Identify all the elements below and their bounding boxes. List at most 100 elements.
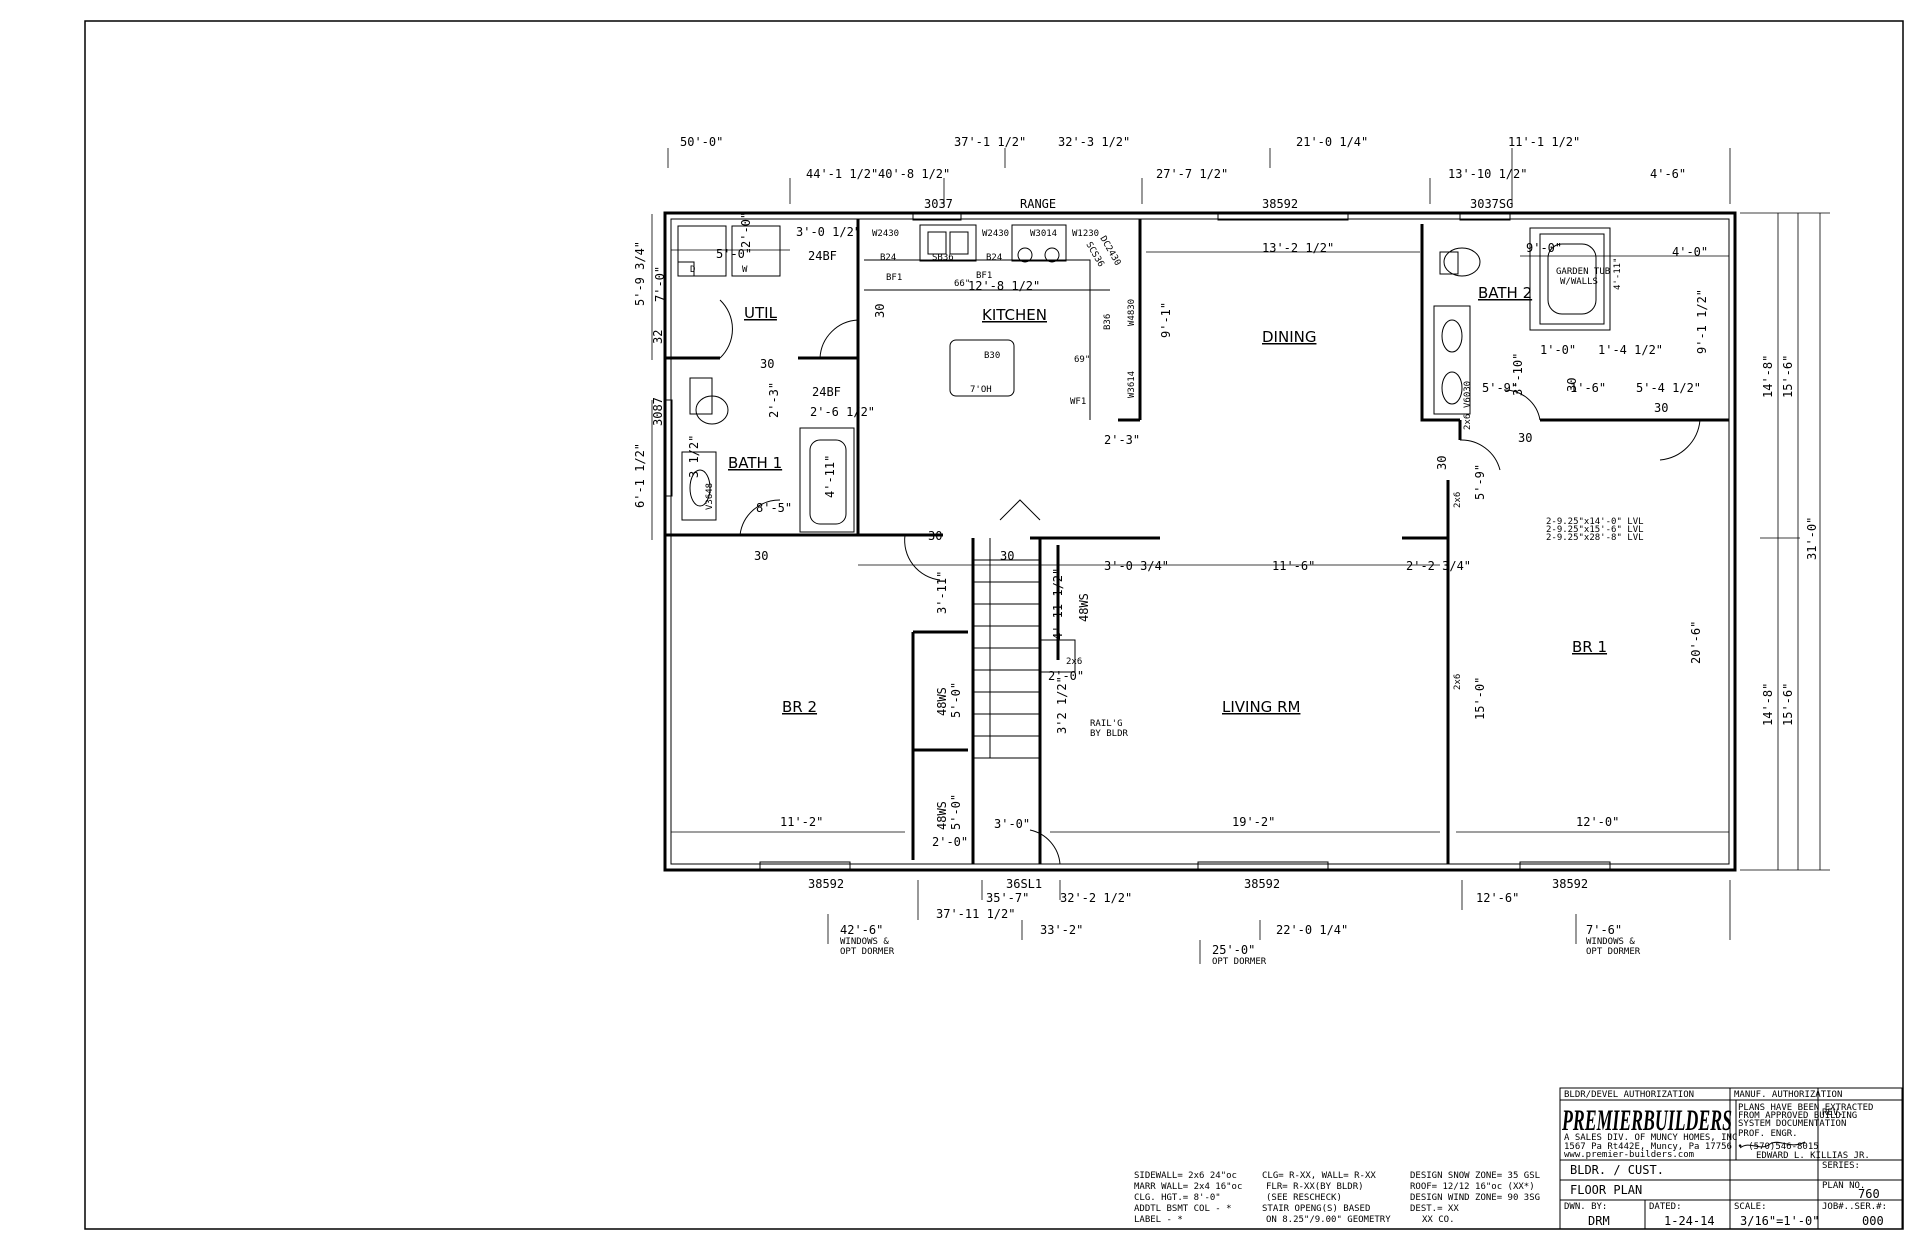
- interior-walls: [665, 219, 1729, 864]
- lbl-2-0b: 2'-0": [932, 835, 968, 849]
- lbl-9-0: 9'-0": [1526, 241, 1562, 255]
- spec2-4: ON 8.25"/9.00" GEOMETRY: [1266, 1215, 1391, 1225]
- tb-scale: 3/16"=1'-0": [1740, 1214, 1819, 1228]
- right-dim-14-8b: 14'-8": [1761, 683, 1775, 726]
- room-bath1: BATH 1: [728, 454, 782, 472]
- spec3-3: DEST.= XX: [1410, 1204, 1459, 1214]
- room-bath2: BATH 2: [1478, 284, 1532, 302]
- room-util: UTIL: [744, 304, 778, 322]
- lbl-lvl2: 2-9.25"x15'-6" LVL: [1546, 525, 1644, 535]
- tb-dated: 1-24-14: [1664, 1214, 1715, 1228]
- lbl-lvl1: 2-9.25"x14'-0" LVL: [1546, 517, 1644, 527]
- dim-32-3: 32'-3 1/2": [1058, 135, 1130, 149]
- lbl-4-11b: 4'-11 1/2": [1051, 568, 1065, 640]
- lbl-2-0c: 2'-0": [1048, 669, 1084, 683]
- tb-job-label: JOB#..SER.#:: [1822, 1202, 1887, 1212]
- exterior-walls: [663, 211, 1737, 872]
- lbl-d: D: [690, 265, 695, 275]
- win-38592-top: 38592: [1262, 197, 1298, 211]
- lbl-wf1: WF1: [1070, 397, 1086, 407]
- lbl-w2430b: W2430: [982, 229, 1009, 239]
- lbl-30-st: 30: [1000, 549, 1014, 563]
- lbl-railg2: BY BLDR: [1090, 729, 1129, 739]
- room-br1: BR 1: [1572, 638, 1607, 656]
- lbl-5-0b: 5'-0": [949, 794, 963, 830]
- lbl-12-0: 12'-0": [1576, 815, 1619, 829]
- room-br2: BR 2: [782, 698, 817, 716]
- lbl-48ws-b: 48WS: [935, 687, 949, 716]
- bdim-35-7: 35'-7": [986, 891, 1029, 905]
- lbl-w2430a: W2430: [872, 229, 899, 239]
- bdim-22-0: 22'-0 1/4": [1276, 923, 1348, 937]
- lbl-3-11: 3'-11": [935, 571, 949, 614]
- tb-dated-label: DATED:: [1649, 1202, 1682, 1212]
- win-3037: 3037: [924, 197, 953, 211]
- right-dim-15-6a: 15'-6": [1781, 355, 1795, 398]
- lbl-1-6: 1'-6": [1570, 381, 1606, 395]
- tb-scale-label: SCALE:: [1734, 1202, 1767, 1212]
- lbl-garden1: GARDEN TUB: [1556, 267, 1610, 277]
- lbl-w3014: W3014: [1030, 229, 1057, 239]
- dormer-left-l2: OPT DORMER: [840, 947, 895, 957]
- lbl-w4830: W4830: [1127, 299, 1137, 326]
- bdim-12-6: 12'-6": [1476, 891, 1519, 905]
- lbl-30-br1b: 30: [1518, 431, 1532, 445]
- lbl-2x6-c: 2x6: [1453, 492, 1463, 508]
- lbl-30-kit: 30: [873, 304, 887, 318]
- dormer-right-l2: OPT DORMER: [1586, 947, 1641, 957]
- tb-prof-engr: PROF. ENGR.: [1738, 1129, 1798, 1139]
- lbl-lvl3: 2-9.25"x28'-8" LVL: [1546, 533, 1644, 543]
- spec1-2: CLG. HGT.= 8'-0": [1134, 1193, 1221, 1203]
- bdim-33-2: 33'-2": [1040, 923, 1083, 937]
- lbl-3-2: 3'2 1/2": [1055, 676, 1069, 734]
- lbl-5-0: 5'-0": [716, 247, 752, 261]
- sheet-border: [84, 20, 1904, 1230]
- dim-27-7: 27'-7 1/2": [1156, 167, 1228, 181]
- lbl-garden2: W/WALLS: [1560, 277, 1598, 287]
- lbl-1-0: 1'-0": [1540, 343, 1576, 357]
- tb-bldr-auth: BLDR/DEVEL AUTHORIZATION: [1564, 1090, 1694, 1100]
- bottom-win-38592-a: 38592: [808, 877, 844, 891]
- right-dim-14-8a: 14'-8": [1761, 355, 1775, 398]
- tb-signature: [1739, 1141, 1806, 1149]
- bottom-dimensions: 38592 36SL1 38592 38592 35'-7" 32'-2 1/2…: [808, 877, 1731, 967]
- spec2-3: STAIR OPENG(S) BASED: [1262, 1204, 1370, 1214]
- lbl-4-11c: 4'-11": [1613, 257, 1623, 290]
- room-kitchen: KITCHEN: [982, 306, 1047, 324]
- dormer-mid-dim: 25'-0": [1212, 943, 1255, 957]
- lbl-b30: B30: [984, 351, 1000, 361]
- lbl-48ws-a: 48WS: [1077, 593, 1091, 622]
- tb-engineer: EDWARD L. KILLIAS JR.: [1756, 1151, 1870, 1161]
- lbl-b36: B36: [1103, 314, 1113, 330]
- lbl-8-5: 8'-5": [756, 501, 792, 515]
- dim-37-1: 37'-1 1/2": [954, 135, 1026, 149]
- spec2-1: FLR= R-XX(BY BLDR): [1266, 1182, 1364, 1192]
- room-living: LIVING RM: [1222, 698, 1300, 716]
- lbl-4-11: 4'-11": [823, 455, 837, 498]
- lbl-13-2: 13'-2 1/2": [1262, 241, 1334, 255]
- lbl-4-0: 4'-0": [1672, 245, 1708, 259]
- tb-plans-note2: FROM APPROVED BUILDING: [1738, 1111, 1857, 1121]
- range-label: RANGE: [1020, 197, 1056, 211]
- lbl-b24b: B24: [986, 253, 1002, 263]
- spec3-4: XX CO.: [1422, 1215, 1455, 1225]
- lbl-w: W: [742, 265, 748, 275]
- lbl-7-0: 7'-0": [653, 266, 667, 302]
- spec3-2: DESIGN WIND ZONE= 90 3SG: [1410, 1193, 1540, 1203]
- lbl-24bf-a: 24BF: [808, 249, 837, 263]
- bottom-win-38592-b: 38592: [1244, 877, 1280, 891]
- bdim-32-2: 32'-2 1/2": [1060, 891, 1132, 905]
- dormer-right-l1: WINDOWS &: [1586, 937, 1635, 947]
- tb-plans-note1: PLANS HAVE BEEN EXTRACTED: [1738, 1103, 1873, 1113]
- tb-plan-no: 760: [1858, 1187, 1880, 1201]
- lbl-3-10: 3'-10": [1511, 353, 1525, 396]
- tb-brand-sub: A SALES DIV. OF MUNCY HOMES, INC: [1564, 1133, 1737, 1143]
- lbl-3-1-2: 3 1/2": [687, 435, 701, 478]
- spec1-0: SIDEWALL= 2x6 24"oc: [1134, 1171, 1237, 1181]
- room-labels: UTIL KITCHEN DINING BATH 2 BATH 1 BR 2 L…: [728, 284, 1607, 716]
- lbl-5-9: 5'-9": [1482, 381, 1518, 395]
- lbl-5-0a: 5'-0": [949, 682, 963, 718]
- lbl-2-0: 2'-0": [739, 212, 753, 248]
- tb-series-label: SERIES:: [1822, 1161, 1860, 1171]
